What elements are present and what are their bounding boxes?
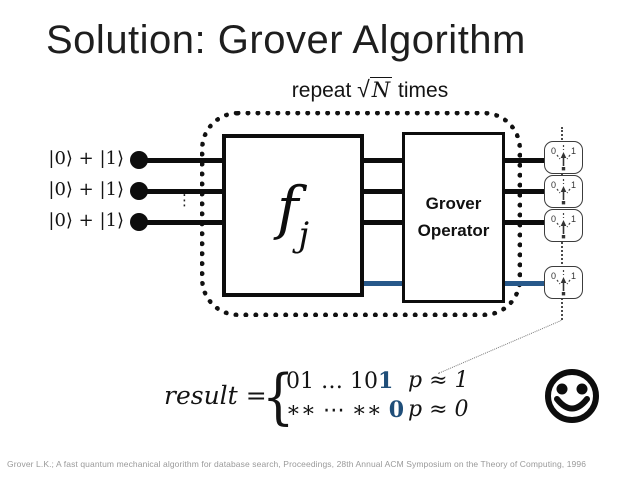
grover-label-line1: Grover	[425, 194, 482, 214]
measurement-meter-3: 0 1	[544, 209, 583, 242]
input-ket-label-1: |0⟩ + |1⟩	[48, 148, 124, 169]
wire-mid-2	[358, 189, 404, 194]
meter-gauge-icon: 0 1	[551, 270, 576, 296]
svg-text:1: 1	[571, 271, 576, 281]
grover-operator-box: Grover Operator	[402, 132, 505, 303]
radical-sign: √	[357, 76, 370, 102]
svg-text:0: 0	[551, 214, 556, 224]
oracle-subscript: j	[298, 215, 309, 255]
repeat-region-outline	[200, 111, 522, 317]
input-ket-label-3: |0⟩ + |1⟩	[48, 210, 124, 231]
wire-out-ancilla	[500, 281, 546, 286]
svg-text:1: 1	[571, 146, 576, 156]
repeat-prefix: repeat	[291, 79, 352, 102]
wire-out-1	[500, 158, 546, 163]
input-ket-label-2: |0⟩ + |1⟩	[48, 179, 124, 200]
wire-mid-1	[358, 158, 404, 163]
wire-out-2	[500, 189, 546, 194]
case2-pattern: ∗∗ ⋯ ∗∗	[286, 398, 389, 423]
result-cases: 01 … 101 p ≈ 1 ∗∗ ⋯ ∗∗ 0 p ≈ 0	[286, 367, 469, 425]
cases-brace: {	[262, 362, 295, 432]
case1-pattern: 01 … 10	[286, 369, 378, 394]
wire-out-3	[500, 220, 546, 225]
meter-gauge-icon: 0 1	[551, 213, 576, 239]
meter-gauge-icon: 0 1	[551, 179, 576, 205]
result-case-found: 01 … 101 p ≈ 1	[286, 367, 469, 396]
oracle-fj-box: fj	[222, 134, 364, 297]
svg-text:1: 1	[571, 180, 576, 190]
smiley-face-icon	[540, 366, 604, 435]
oracle-fj-label: fj	[276, 174, 309, 255]
equals-sign: =	[245, 381, 267, 410]
wire-input-1	[139, 158, 227, 163]
svg-text:1: 1	[571, 214, 576, 224]
wire-input-3	[139, 220, 227, 225]
measurement-meter-1: 0 1	[544, 141, 583, 174]
radicand: N	[369, 77, 393, 102]
repeat-sqrt-n-label: repeat √N times	[270, 76, 470, 103]
case1-highlight-bit: 1	[377, 368, 394, 394]
wire-mid-ancilla	[358, 281, 404, 286]
repeat-suffix: times	[398, 79, 449, 102]
measurement-meter-4: 0 1	[544, 266, 583, 299]
citation-footer: Grover L.K.; A fast quantum mechanical a…	[7, 459, 587, 469]
result-word: result	[164, 381, 238, 410]
grover-label-line2: Operator	[417, 220, 490, 240]
slide-title: Solution: Grover Algorithm	[46, 18, 526, 62]
svg-text:0: 0	[551, 146, 556, 156]
case1-probability: p ≈ 1	[408, 368, 469, 393]
result-case-other: ∗∗ ⋯ ∗∗ 0 p ≈ 0	[286, 396, 469, 425]
result-equation-lhs: result=	[164, 381, 267, 410]
qubit-ellipsis: ⋮	[177, 191, 192, 209]
svg-text:0: 0	[551, 180, 556, 190]
measurement-meter-2: 0 1	[544, 175, 583, 208]
svg-text:0: 0	[551, 271, 556, 281]
meter-gauge-icon: 0 1	[551, 145, 576, 171]
wire-input-2	[139, 189, 227, 194]
case2-highlight-bit: 0	[388, 397, 405, 423]
case2-probability: p ≈ 0	[408, 397, 469, 422]
wire-mid-3	[358, 220, 404, 225]
